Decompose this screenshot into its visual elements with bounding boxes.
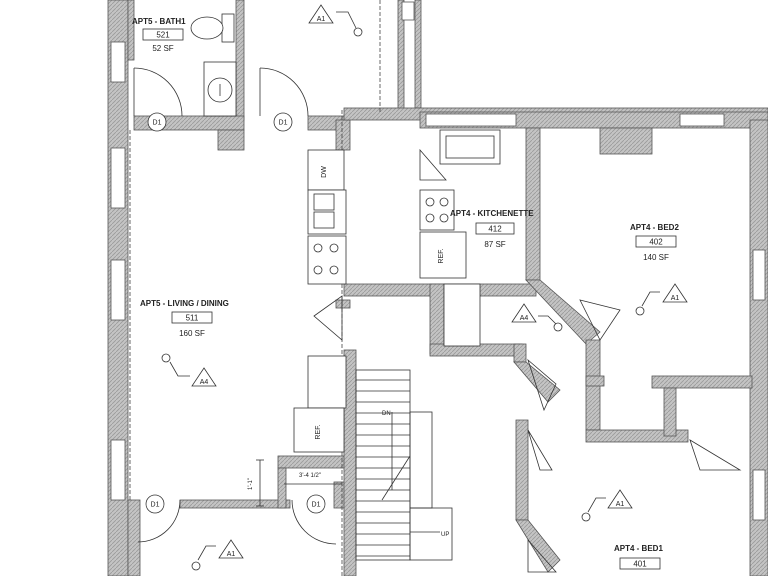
dimension-width-label: 3'-4 1/2" xyxy=(299,473,321,479)
dimension-lines xyxy=(256,459,342,507)
door-tag-label: D1 xyxy=(151,502,160,509)
door-swings xyxy=(133,67,742,573)
room-label-kitchenette: APT4 - KITCHENETTE 412 87 SF xyxy=(450,209,534,249)
room-number: 511 xyxy=(186,314,199,323)
stair-up-label: UP xyxy=(441,532,449,538)
room-area: 52 SF xyxy=(152,44,173,53)
room-label-living: APT5 - LIVING / DINING 511 160 SF xyxy=(140,299,229,338)
fridge-kitchenette xyxy=(419,231,467,279)
windows xyxy=(110,1,766,521)
room-number: 521 xyxy=(156,31,170,40)
door-tag-label: D1 xyxy=(279,120,288,127)
room-name: APT4 - BED2 xyxy=(630,223,679,232)
toilet xyxy=(190,13,235,43)
stairs xyxy=(355,369,453,561)
room-number: 401 xyxy=(633,560,647,569)
room-label-bed1: APT4 - BED1 401 xyxy=(614,544,663,570)
room-name: APT5 - BATH1 xyxy=(132,17,186,26)
elevation-tags xyxy=(161,4,688,571)
door-tag-label: D1 xyxy=(153,120,162,127)
room-label-bath: APT5 - BATH1 521 52 SF xyxy=(132,17,186,53)
sink-living xyxy=(307,189,347,235)
fridge-label-living: REF. xyxy=(315,424,322,439)
room-area: 140 SF xyxy=(643,253,669,262)
cabinet-kitchenette xyxy=(443,283,481,347)
stove-living xyxy=(307,235,347,285)
room-name: APT4 - KITCHENETTE xyxy=(450,209,534,218)
elevation-tag-label: A1 xyxy=(317,16,326,23)
elevation-tag-label: A4 xyxy=(520,315,529,322)
room-name: APT5 - LIVING / DINING xyxy=(140,299,229,308)
kitchen-sink xyxy=(439,129,501,165)
stair-down-label: DN xyxy=(382,411,391,417)
dishwasher-label: DW xyxy=(321,166,328,178)
fridge-label: REF. xyxy=(438,248,445,263)
room-area: 87 SF xyxy=(484,240,505,249)
stove-kitchenette xyxy=(419,189,455,231)
sink-bath xyxy=(203,61,237,117)
room-number: 412 xyxy=(488,225,502,234)
elevation-tag-label: A4 xyxy=(200,379,209,386)
door-tags xyxy=(145,112,326,514)
room-area: 160 SF xyxy=(179,329,205,338)
elevation-tag-label: A1 xyxy=(227,551,236,558)
room-label-bed2: APT4 - BED2 402 140 SF xyxy=(630,223,679,262)
room-name: APT4 - BED1 xyxy=(614,544,663,553)
dimension-height-label: 1'-1" xyxy=(248,478,254,490)
dashed-lines xyxy=(129,0,381,576)
elevation-tag-label: A1 xyxy=(616,501,625,508)
elevation-tag-label: A1 xyxy=(671,295,680,302)
door-tag-label: D1 xyxy=(312,502,321,509)
fridge-living xyxy=(293,355,347,453)
room-number: 402 xyxy=(649,238,663,247)
